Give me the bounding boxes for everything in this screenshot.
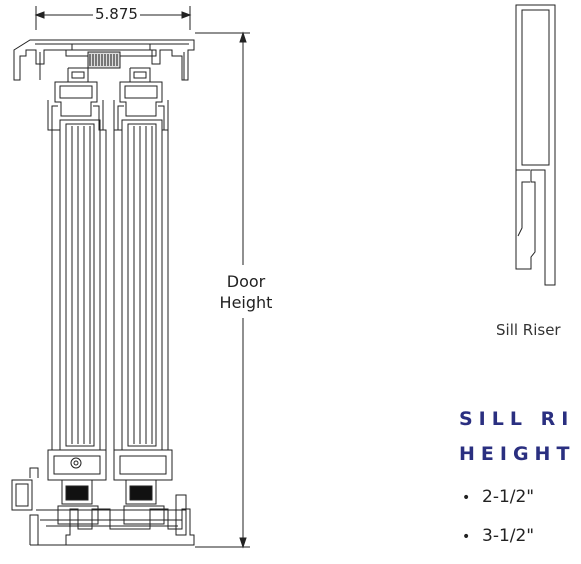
height-dimension xyxy=(195,31,250,549)
right-panel xyxy=(113,119,169,451)
left-panel xyxy=(51,119,107,451)
list-item: • 3-1/2" xyxy=(462,525,534,564)
door-height-line-2: Height xyxy=(219,293,273,312)
bullet-icon: • xyxy=(462,490,471,506)
riser-height-value: 2-1/2" xyxy=(482,487,535,507)
right-sash-top xyxy=(113,67,169,131)
left-sash-bottom xyxy=(47,449,107,505)
heading-line-2: HEIGHT xyxy=(459,443,576,465)
left-sash-top xyxy=(47,67,104,131)
door-height-label: Door Height xyxy=(206,271,286,313)
door-height-line-1: Door xyxy=(226,272,266,291)
riser-height-value: 3-1/2" xyxy=(482,526,535,546)
list-item: • 2-1/2" xyxy=(462,486,534,525)
sill-riser-heights-heading: SILL RI HEIGHT xyxy=(459,402,575,472)
right-sash-bottom xyxy=(113,449,173,505)
sill-riser-caption: Sill Riser xyxy=(496,321,561,339)
width-dimension-label: 5.875 xyxy=(93,5,140,23)
weatherstrip xyxy=(87,51,121,69)
heading-line-1: SILL RI xyxy=(459,408,575,430)
bullet-icon: • xyxy=(462,529,471,545)
sill-frame xyxy=(11,467,195,546)
riser-height-list: • 2-1/2" • 3-1/2" xyxy=(462,486,534,564)
sill-riser-profile xyxy=(515,4,556,286)
